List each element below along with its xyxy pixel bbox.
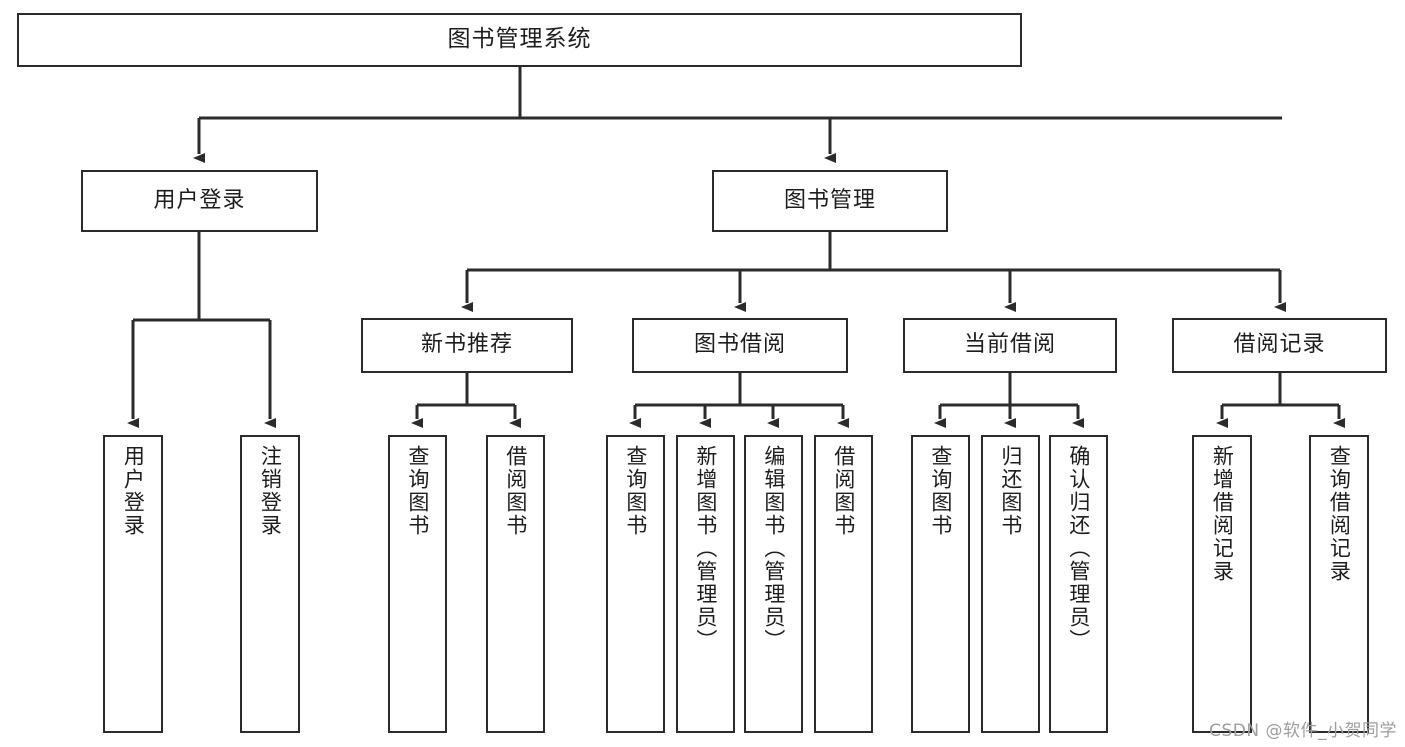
leaf-edit-book-admin[interactable]: 编辑图书（管理员） <box>744 435 803 733</box>
node-label: 图书管理系统 <box>447 26 592 53</box>
leaf-user-login[interactable]: 用户登录 <box>103 435 163 733</box>
leaf-query-borrow-record[interactable]: 查询借阅记录 <box>1309 435 1369 733</box>
borrowbook-to-leaf-connectors <box>629 373 849 428</box>
node-label: 归还图书 <box>998 445 1023 537</box>
node-label: 注销登录 <box>258 445 283 537</box>
node-label: 查询借阅记录 <box>1327 445 1352 583</box>
leaf-query-book-recommend[interactable]: 查询图书 <box>388 435 447 733</box>
leaf-logout[interactable]: 注销登录 <box>240 435 300 733</box>
leaf-return-book[interactable]: 归还图书 <box>981 435 1040 733</box>
node-label: 图书借阅 <box>693 332 786 358</box>
leaf-query-book-current[interactable]: 查询图书 <box>911 435 970 733</box>
newbook-to-leaf-connectors <box>411 373 521 428</box>
watermark-text: CSDN @软件_小贺同学 <box>1209 721 1397 741</box>
node-label: 新增图书（管理员） <box>693 445 718 652</box>
node-label: 用户登录 <box>153 187 246 213</box>
node-label: 当前借阅 <box>963 332 1056 358</box>
node-book-borrow[interactable]: 图书借阅 <box>632 318 848 373</box>
node-label: 查询图书 <box>623 445 648 537</box>
node-label: 借阅记录 <box>1233 332 1326 358</box>
node-label: 借阅图书 <box>831 445 856 537</box>
node-label: 借阅图书 <box>503 445 528 537</box>
leaf-borrow-book[interactable]: 借阅图书 <box>814 435 873 733</box>
userlogin-to-leaf-connectors <box>127 232 276 428</box>
leaf-query-book-borrow[interactable]: 查询图书 <box>606 435 665 733</box>
node-label: 查询图书 <box>405 445 430 537</box>
root-to-level2-connectors <box>193 67 1282 163</box>
node-borrow-record[interactable]: 借阅记录 <box>1172 318 1387 373</box>
node-label: 新书推荐 <box>420 332 513 358</box>
leaf-add-borrow-record[interactable]: 新增借阅记录 <box>1192 435 1252 733</box>
leaf-add-book-admin[interactable]: 新增图书（管理员） <box>676 435 735 733</box>
bookmgmt-to-level3-connectors <box>461 232 1286 312</box>
node-new-book-recommend[interactable]: 新书推荐 <box>361 318 573 373</box>
node-book-management[interactable]: 图书管理 <box>712 170 948 232</box>
node-user-login[interactable]: 用户登录 <box>81 170 318 232</box>
node-label: 新增借阅记录 <box>1210 445 1235 583</box>
node-current-borrow[interactable]: 当前借阅 <box>903 318 1117 373</box>
borrowrecord-to-leaf-connectors <box>1216 373 1345 428</box>
leaf-borrow-book-recommend[interactable]: 借阅图书 <box>486 435 545 733</box>
node-label: 用户登录 <box>121 445 146 537</box>
node-root-system[interactable]: 图书管理系统 <box>17 13 1022 67</box>
node-label: 图书管理 <box>783 187 876 213</box>
node-label: 确认归还（管理员） <box>1066 445 1091 652</box>
leaf-confirm-return-admin[interactable]: 确认归还（管理员） <box>1049 435 1108 733</box>
node-label: 查询图书 <box>928 445 953 537</box>
node-label: 编辑图书（管理员） <box>761 445 786 652</box>
currentborrow-to-leaf-connectors <box>934 373 1084 428</box>
